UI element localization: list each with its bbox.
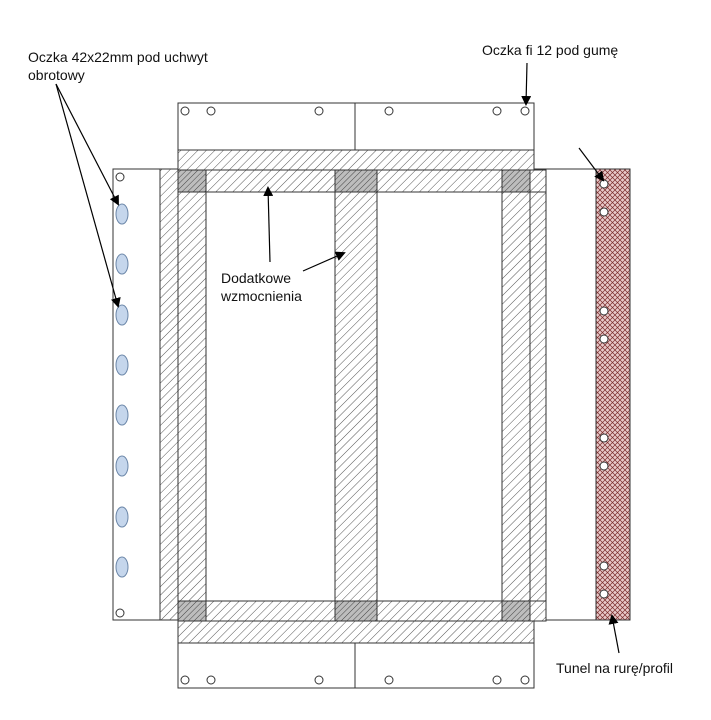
label-large-eyelets-line2: obrotowy <box>28 67 85 83</box>
overlap-top-middle <box>334 169 378 193</box>
pipe-tunnel <box>595 168 631 621</box>
overlap-bottom-right <box>501 600 531 622</box>
left-vertical-bar <box>177 191 207 602</box>
label-reinforcement-line2: wzmocnienia <box>220 288 302 304</box>
overlap-bottom-middle <box>334 600 378 622</box>
reinforcement-strips <box>159 149 547 644</box>
middle-vertical-bar <box>334 191 378 602</box>
label-large-eyelets-line1: Oczka 42x22mm pod uchwyt <box>28 49 208 65</box>
label-small-eyelets: Oczka fi 12 pod gumę <box>482 42 618 58</box>
right-vertical-bar <box>501 191 531 602</box>
top-outer-band <box>177 149 535 171</box>
overlap-top-left <box>177 169 207 193</box>
right-side-strip <box>529 168 547 621</box>
bottom-outer-band <box>177 620 535 644</box>
overlap-bottom-left <box>177 600 207 622</box>
label-reinforcement-line1: Dodatkowe <box>221 270 291 286</box>
callout-arrows <box>55 62 620 654</box>
small-eyelets <box>115 106 609 685</box>
label-tunnel: Tunel na rurę/profil <box>556 660 673 676</box>
overlap-top-right <box>501 169 531 193</box>
large-eyelets <box>115 203 129 578</box>
left-side-strip <box>159 168 179 621</box>
